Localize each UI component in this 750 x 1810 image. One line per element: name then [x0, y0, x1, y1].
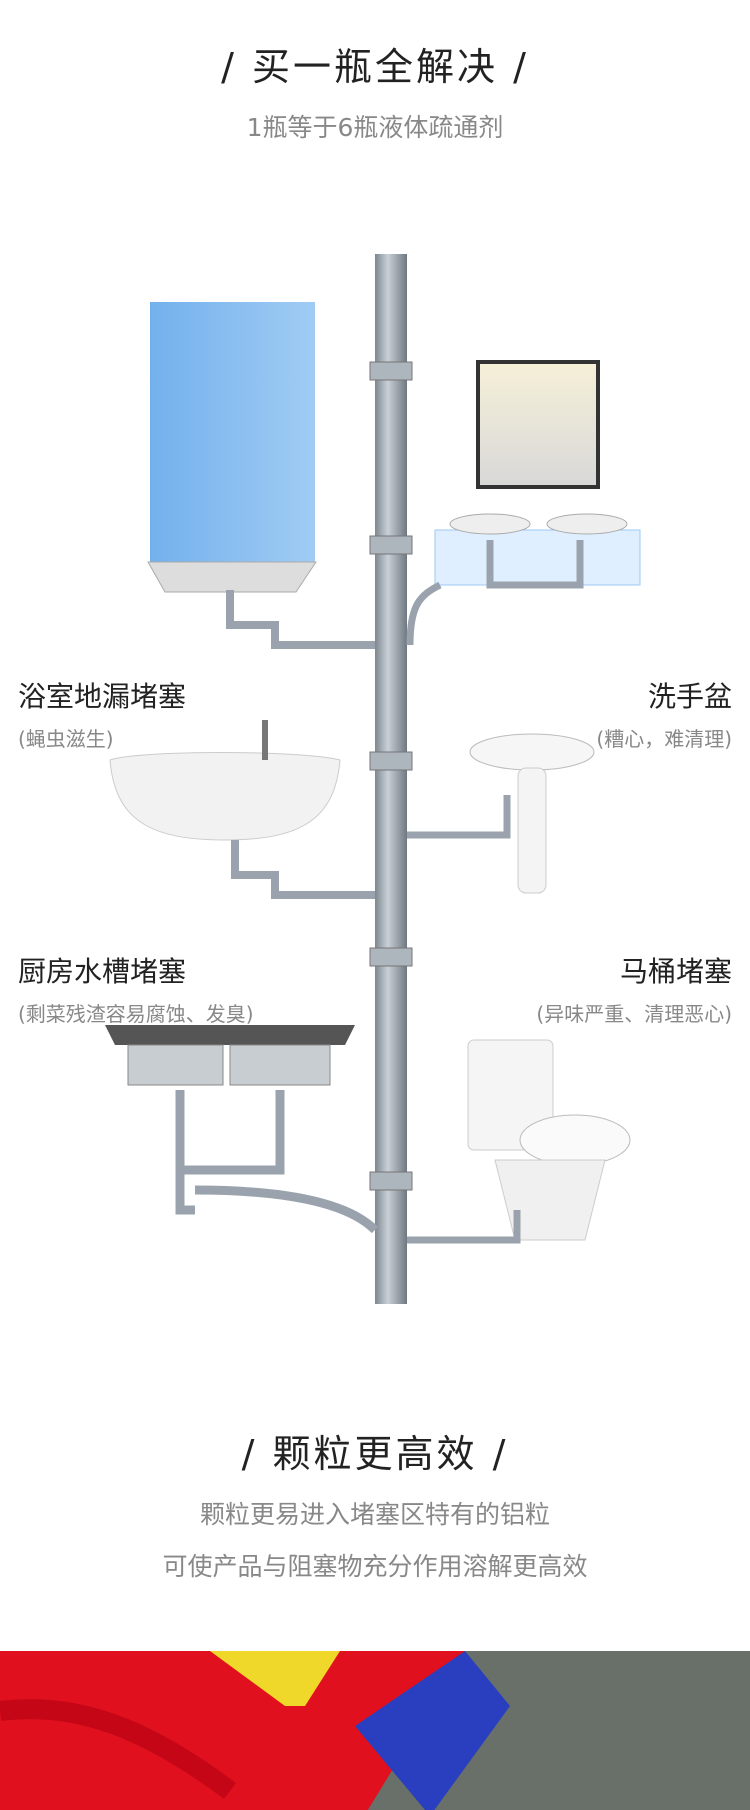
section2-line1: 颗粒更易进入堵塞区特有的铝粒 [199, 1500, 550, 1529]
label-kitchen-sink: 厨房水槽堵塞(剩菜残渣容易腐蚀、发臭) [18, 955, 254, 1026]
label-washbasin: 洗手盆(糟心，难清理) [596, 680, 732, 751]
section2-line2: 可使产品与阻塞物充分作用溶解更高效 [162, 1552, 588, 1581]
section-title: / 买一瓶全解决 / [221, 45, 529, 89]
bathtub-icon [109, 720, 341, 841]
label-shower-drain: 浴室地漏堵塞(蝇虫滋生) [18, 680, 187, 751]
main-pipe [375, 254, 407, 1304]
product-bottle-image [0, 1651, 750, 1810]
toilet-icon [467, 1039, 631, 1241]
kitchen-sink-icon [105, 1025, 355, 1086]
vanity-icon [434, 360, 641, 586]
shower-icon [147, 302, 317, 593]
section2-title: / 颗粒更高效 / [241, 1432, 509, 1476]
plumbing-diagram [105, 254, 641, 1304]
washbasin-icon [469, 733, 595, 894]
label-toilet: 马桶堵塞(异味严重、清理恶心) [536, 955, 732, 1026]
section-subtitle: 1瓶等于6瓶液体疏通剂 [246, 113, 504, 142]
